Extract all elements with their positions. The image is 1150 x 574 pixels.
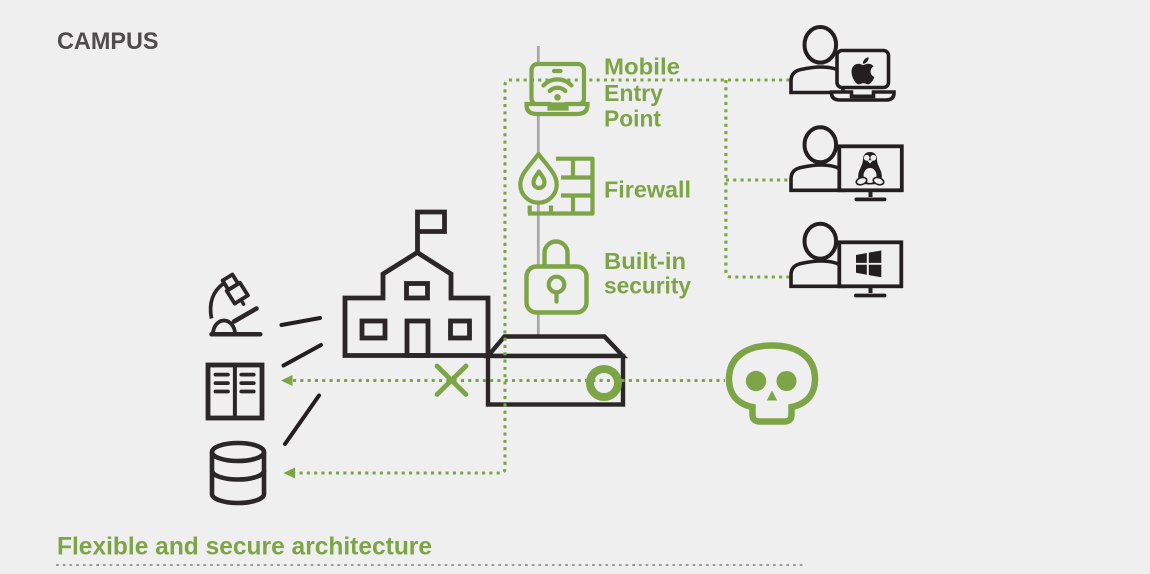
svg-text:Point: Point (604, 106, 661, 132)
svg-text:Built-in: Built-in (604, 248, 686, 274)
svg-text:Firewall: Firewall (604, 177, 691, 203)
svg-text:security: security (604, 273, 691, 299)
svg-text:Entry: Entry (604, 80, 663, 106)
svg-text:Flexible and secure architectu: Flexible and secure architecture (57, 533, 432, 561)
svg-text:CAMPUS: CAMPUS (57, 28, 159, 55)
svg-text:Mobile: Mobile (604, 54, 680, 80)
